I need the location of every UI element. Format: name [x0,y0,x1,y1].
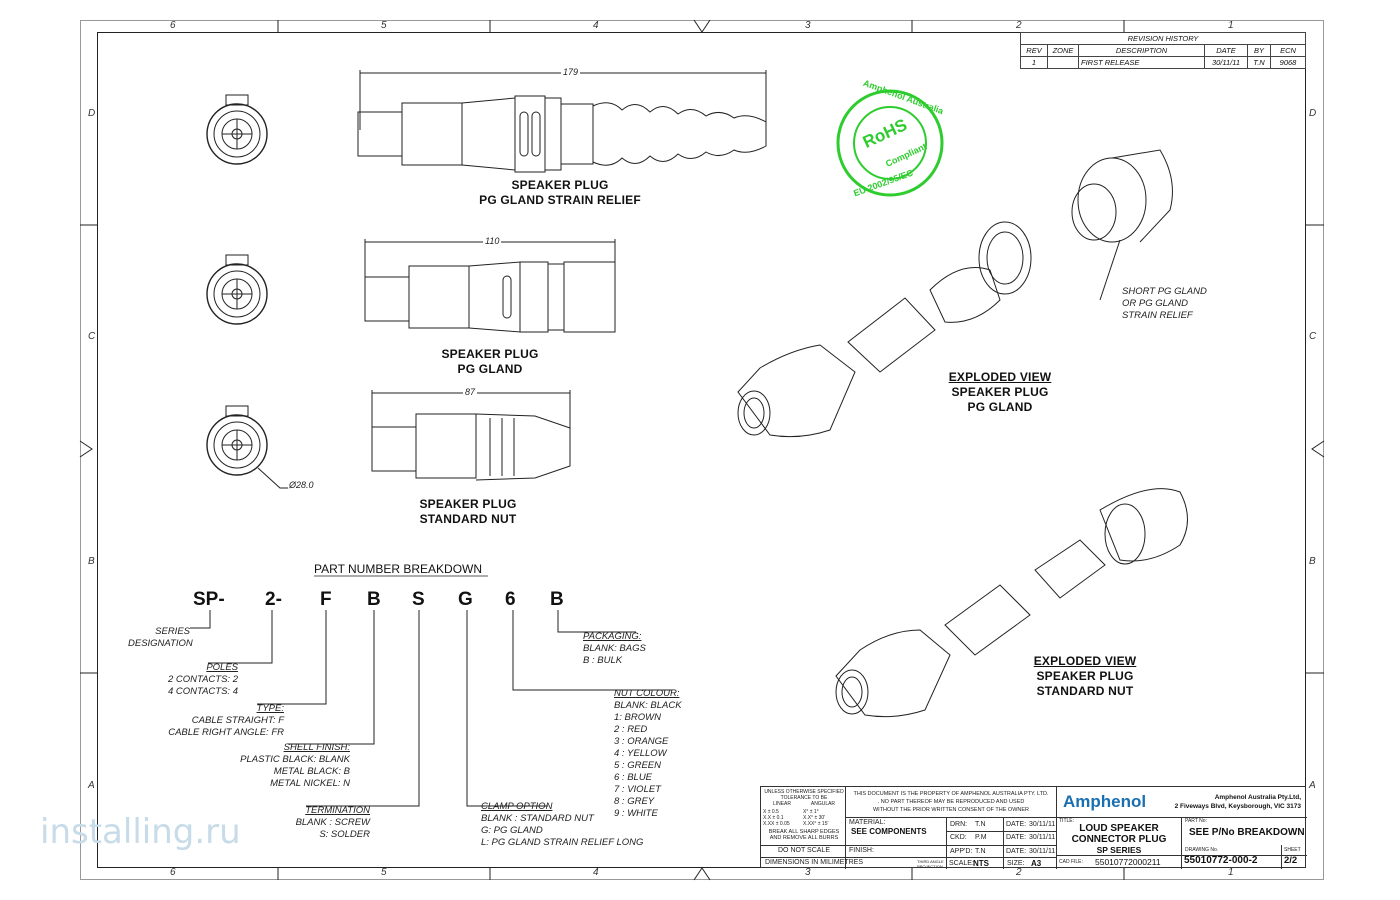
zone-top-6: 6 [170,20,176,31]
zone-bottom-2: 2 [1016,867,1022,878]
company-address: Amphenol Australia Pty.Ltd,2 Fiveways Bl… [1174,794,1301,810]
zone-top-5: 5 [381,20,387,31]
zone-bottom-6: 6 [170,867,176,878]
code-clamp: G [458,589,473,610]
zone-top-2: 2 [1016,20,1022,31]
code-nut: 6 [505,589,516,610]
code-poles: 2- [265,589,282,610]
zone-bottom-3: 3 [805,867,811,878]
by-header: BY [1247,44,1271,57]
dim-87: 87 [463,387,478,397]
scale-value: NTS [973,859,989,868]
zone-top-3: 3 [805,20,811,31]
watermark: installing.ru [40,812,241,852]
ecn-cell: 9068 [1270,56,1306,69]
code-type: F [320,589,332,610]
material-value: SEE COMPONENTS [851,827,927,836]
breakdown-title: PART NUMBER BREAKDOWN [314,562,483,576]
front-view-1 [206,94,268,165]
size-value: A3 [1031,859,1042,868]
code-series: SP- [193,589,225,610]
dim-179: 179 [561,67,581,77]
exploded-view-pg-parts [737,149,1173,438]
table-row: 1 FIRST RELEASE 30/11/11 T.N 9068 [1020,56,1306,69]
zone-bottom-5: 5 [381,867,387,878]
revision-history-title: REVISION HISTORY [1020,32,1306,45]
exploded-view-nut-parts [835,488,1188,718]
zone-top-1: 1 [1228,20,1234,31]
by-cell: T.N [1247,56,1271,69]
description-cell: FIRST RELEASE [1078,56,1205,69]
zone-left-c: C [88,331,96,342]
do-not-scale: DO NOT SCALE [778,847,830,854]
zone-right-c: C [1309,331,1317,342]
zone-top-4: 4 [593,20,599,31]
zone-left-d: D [88,108,96,119]
zone-bottom-1: 1 [1228,867,1234,878]
rev-cell: 1 [1020,56,1048,69]
description-header: DESCRIPTION [1078,44,1205,57]
sheet-number: 2/2 [1284,855,1298,866]
code-termination: S [412,589,425,610]
cad-file: 55010772000211 [1095,857,1161,867]
zone-left-b: B [88,556,95,567]
date-cell: 30/11/11 [1204,56,1248,69]
zone-right-d: D [1309,108,1317,119]
amphenol-logo: Amphenol [1063,792,1147,811]
dim-diameter: Ø28.0 [289,480,314,490]
units-note: DIMENSIONS IN MILIMETRES [765,859,864,866]
zone-left-a: A [88,780,95,791]
property-notice: THIS DOCUMENT IS THE PROPERTY OF AMPHENO… [853,791,1049,813]
zone-right-a: A [1309,780,1316,791]
code-packaging: B [550,589,564,610]
zone-right-b: B [1309,556,1316,567]
rohs-stamp [836,89,944,197]
ecn-header: ECN [1270,44,1306,57]
drawing-number: 55010772-000-2 [1184,855,1258,866]
code-shell: B [367,589,381,610]
rev-header: REV [1020,44,1048,57]
part-number: SEE P/No BREAKDOWN [1189,827,1305,838]
outer-border [80,20,1324,880]
revision-history-table: REVISION HISTORY REV ZONE DESCRIPTION DA… [1020,32,1306,69]
dim-110: 110 [483,236,502,246]
zone-bottom-4: 4 [593,867,599,878]
date-header: DATE [1204,44,1248,57]
zone-header: ZONE [1047,44,1079,57]
drawing-frame [97,32,1306,868]
zone-cell [1047,56,1079,69]
